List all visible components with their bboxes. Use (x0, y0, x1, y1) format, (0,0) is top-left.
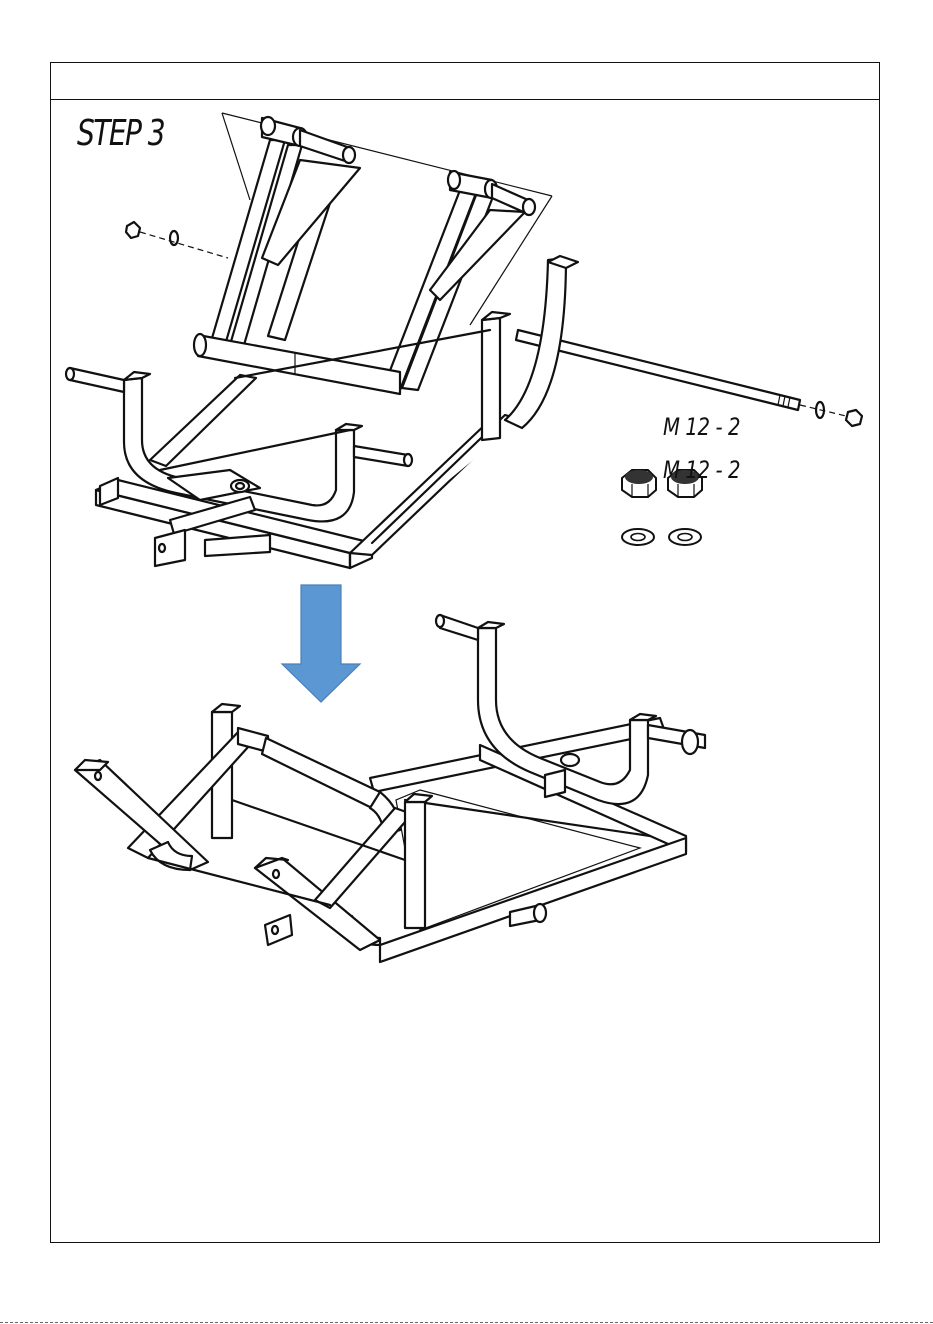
nut-part-label: M 12 - 2 (663, 413, 740, 441)
washer-part-label: M 12 - 2 (663, 456, 740, 484)
step-title: STEP 3 (77, 113, 164, 154)
header-bar (51, 63, 879, 100)
instruction-frame: STEP 3 (50, 62, 880, 1243)
page-edge-dashes (0, 1322, 933, 1323)
